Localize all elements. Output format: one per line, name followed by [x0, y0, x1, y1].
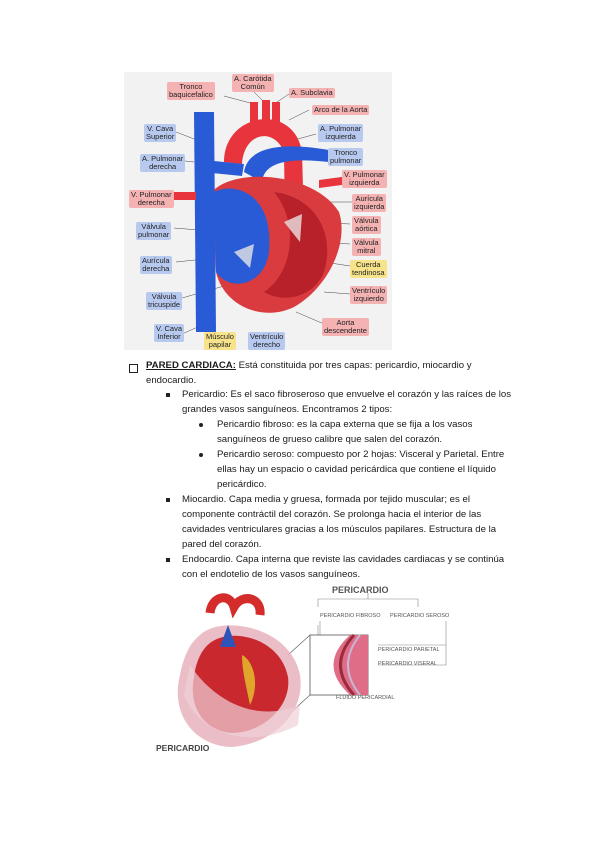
seroso-line-1: Pericardio seroso: compuesto por 2 hojas… [217, 449, 505, 460]
seroso-line-3: pericárdico. [217, 479, 267, 490]
label-vcava-inferior: V. Cava Inferior [154, 324, 184, 342]
heart-illustration [164, 91, 353, 335]
seroso-line-2: ellas hay un espacio o cavidad pericárdi… [217, 464, 496, 475]
label-tronco-pulmonar: Tronco pulmonar [328, 148, 364, 166]
heart-anatomy-figure: Tronco baquicefalico A. Carótida Común A… [124, 72, 392, 350]
label-ventriculo-izquierdo: Ventrículo izquierdo [350, 286, 388, 304]
pericardio-line-1: Pericardio: Es el saco fibroseroso que e… [182, 389, 512, 400]
pared-line-2: endocardio. [146, 375, 197, 386]
miocardio-line-4: pared del corazón. [182, 539, 262, 550]
label-arco-aorta: Arco de la Aorta [312, 105, 370, 115]
pericardium-title: PERICARDIO [332, 585, 389, 595]
pared-line-1: PARED CARDIACA: Está constituida por tre… [146, 358, 472, 373]
label-musculo-papilar: Músculo papilar [204, 332, 236, 350]
bullet-fibroso [199, 423, 203, 427]
label-pulmonar-izquierda: A. Pulmonar izquierda [318, 124, 364, 142]
bullet-pericardio [166, 393, 170, 397]
bullet-miocardio [166, 498, 170, 502]
label-vpulmonar-izquierda: V. Pulmonar izquierda [342, 170, 387, 188]
label-ventriculo-derecho: Ventrículo derecho [248, 332, 286, 350]
label-vpulmonar-derecha: V. Pulmonar derecha [129, 190, 174, 208]
label-cuerda-tendinosa: Cuerda tendinosa [350, 260, 387, 278]
endocardio-line-2: con el endotelio de los vasos sanguíneos… [182, 569, 361, 580]
label-fluido-pericardial: FLUIDO PERICARDIAL [336, 695, 395, 701]
pericardium-figure: PERICARDIO PERICARDIO FIBROSO PERICARDIO… [150, 585, 470, 760]
section-title: PARED CARDIACA: [146, 360, 236, 371]
bullet-endocardio [166, 558, 170, 562]
label-auricula-izquierda: Aurícula izquierda [352, 194, 387, 212]
endocardio-line-1: Endocardio. Capa interna que reviste las… [182, 554, 505, 565]
label-pericardio-seroso: PERICARDIO SEROSO [390, 613, 450, 619]
label-vcava-superior: V. Cava Superior [144, 124, 177, 142]
label-valvula-mitral: Válvula mitral [352, 238, 381, 256]
label-valvula-aortica: Válvula aórtica [352, 216, 381, 234]
fibroso-line-2: sanguíneos de grueso calibre que salen d… [217, 434, 443, 445]
label-pericardio-visceral: PERICARDIO VISERAL [378, 661, 437, 667]
label-pulmonar-derecha: A. Pulmonar derecha [140, 154, 186, 172]
label-pericardio-fibroso: PERICARDIO FIBROSO [320, 613, 381, 619]
label-aorta-descendente: Aorta descendente [322, 318, 369, 336]
intro-text: Está constituida por tres capas: pericar… [235, 360, 472, 371]
pericardio-line-2: grandes vasos sanguíneos. Encontramos 2 … [182, 404, 393, 415]
label-valvula-tricuspide: Válvula tricuspide [146, 292, 183, 310]
label-pericardio-parietal: PERICARDIO PARIETAL [378, 647, 440, 653]
checkbox-bullet [129, 364, 138, 373]
fibroso-line-1: Pericardio fibroso: es la capa externa q… [217, 419, 473, 430]
miocardio-line-1: Miocardio. Capa media y gruesa, formada … [182, 494, 470, 505]
bullet-seroso [199, 453, 203, 457]
miocardio-line-2: componente contráctil del corazón. Se pr… [182, 509, 482, 520]
label-carotida: A. Carótida Común [232, 74, 274, 92]
pericardium-caption: PERICARDIO [156, 743, 210, 753]
label-valvula-pulmonar: Válvula pulmonar [136, 222, 172, 240]
label-tronco-braquiocefalico: Tronco baquicefalico [167, 82, 215, 100]
label-subclavia: A. Subclavia [289, 88, 335, 98]
miocardio-line-3: cavidades ventriculares gracias a los mú… [182, 524, 497, 535]
pericardium-illustration [177, 593, 447, 747]
label-auricula-derecha: Aurícula derecha [140, 256, 172, 274]
